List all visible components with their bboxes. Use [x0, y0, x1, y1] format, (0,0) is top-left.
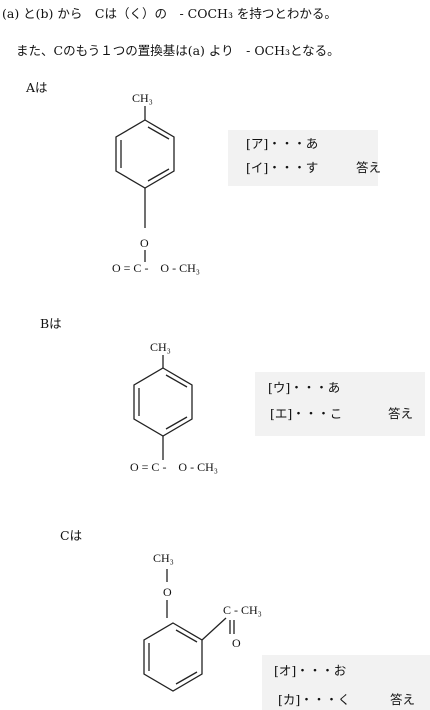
compound-c-acetyl-group: C - CH₃: [223, 603, 262, 617]
compound-a-heading: Aは: [26, 80, 48, 95]
intro-line-2: また、Cのもう１つの置換基は(a) より - OCH₃となる。: [16, 43, 340, 58]
answer-c-row-2: [カ]・・・く: [278, 692, 351, 707]
compound-b-ester-group: O = C - O - CH₃: [130, 460, 218, 474]
compound-c-carbonyl-oxygen: O: [232, 636, 241, 650]
answer-b-row-2: [エ]・・・こ: [270, 406, 343, 421]
compound-c-heading: Cは: [60, 528, 83, 543]
compound-c-answer-word: 答え: [390, 692, 416, 707]
compound-a-methyl-group: CH₃: [132, 91, 153, 105]
compound-c-methoxy-oxygen: O: [163, 585, 172, 599]
answer-c-row-1: [オ]・・・お: [274, 663, 347, 678]
compound-b-methyl-group: CH₃: [150, 340, 171, 354]
intro-line-1: (a) と(b) から Cは（く）の - COCH₃ を持つとわかる。: [2, 6, 337, 21]
compound-a-answer-word: 答え: [356, 160, 382, 175]
compound-b-answer-word: 答え: [388, 406, 414, 421]
compound-b-answer-box: [255, 372, 425, 436]
answer-a-row-2: [イ]・・・す: [246, 160, 319, 175]
compound-c-methoxy-methyl: CH₃: [153, 551, 174, 565]
answer-b-row-1: [ウ]・・・あ: [268, 380, 341, 395]
compound-a-ester-oxygen: O: [140, 236, 149, 250]
compound-a-answer-box: [228, 130, 378, 186]
compound-b-heading: Bは: [40, 316, 62, 331]
answer-a-row-1: [ア]・・・あ: [246, 136, 319, 151]
compound-c-answer-box: [262, 655, 430, 710]
compound-a-ester-group: O = C - O - CH₃: [112, 261, 200, 275]
